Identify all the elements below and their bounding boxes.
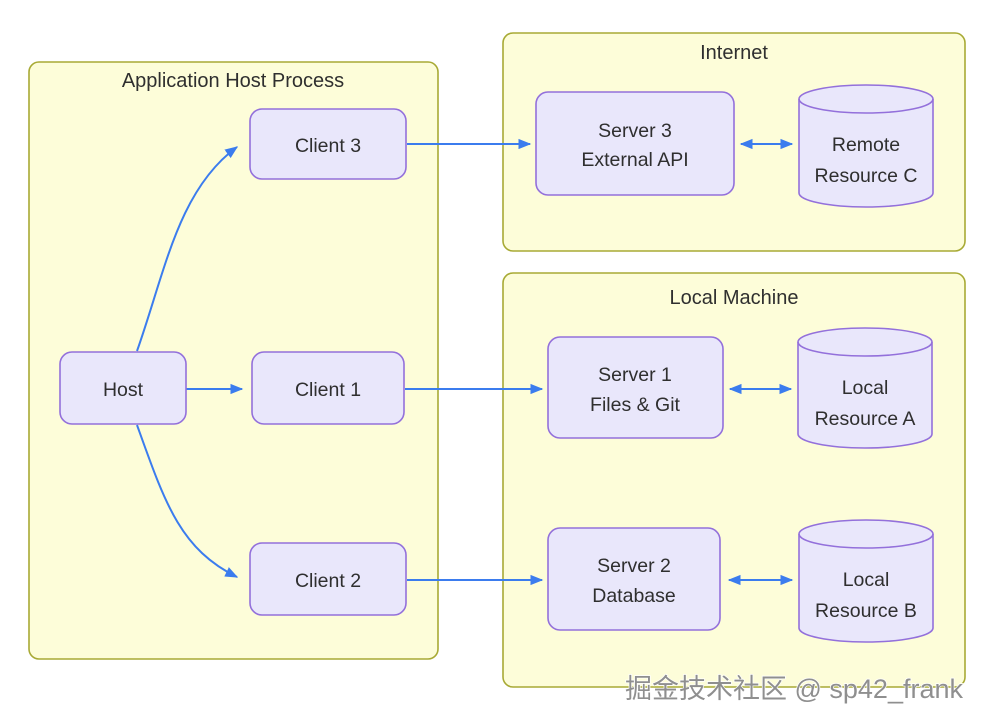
node-label-client3: Client 3 — [295, 135, 361, 157]
node-label-server2-line2: Database — [592, 585, 675, 607]
node-label-server2-line1: Server 2 — [597, 555, 671, 577]
node-label-resource-c-line1: Remote — [832, 134, 900, 156]
node-client1: Client 1 — [251, 351, 405, 425]
node-label-client1: Client 1 — [295, 379, 361, 401]
container-application-host-process — [28, 61, 439, 660]
cylinder-seam — [798, 98, 934, 114]
cylinder-seam — [797, 341, 933, 357]
node-label-resource-b-line1: Local — [843, 569, 890, 591]
node-server2: Server 2 Database — [547, 527, 721, 631]
node-server1: Server 1 Files & Git — [547, 336, 724, 439]
edge-host-to-client3 — [136, 146, 239, 352]
node-label-resource-a-line2: Resource A — [815, 408, 916, 430]
node-client2: Client 2 — [249, 542, 407, 616]
node-label-host: Host — [103, 379, 144, 401]
node-label-client2: Client 2 — [295, 570, 361, 592]
node-label-resource-b-line2: Resource B — [815, 600, 917, 622]
cylinder-shape — [797, 327, 933, 449]
node-label-server1-line1: Server 1 — [598, 364, 672, 386]
watermark: 掘金技术社区 @ sp42_frank — [625, 674, 964, 704]
edge-host-to-client2 — [136, 424, 239, 578]
container-title-internet: Internet — [700, 42, 768, 64]
node-local-resource-b: Local Resource B — [798, 519, 934, 643]
cylinder-shape — [798, 519, 934, 643]
node-remote-resource-c: Remote Resource C — [798, 84, 934, 208]
node-label-resource-c-line2: Resource C — [815, 165, 918, 187]
node-local-resource-a: Local Resource A — [797, 327, 933, 449]
node-client3: Client 3 — [249, 108, 407, 180]
container-title-local-machine: Local Machine — [670, 287, 799, 309]
node-host: Host — [59, 351, 187, 425]
node-label-server3-line2: External API — [581, 149, 688, 171]
node-label-server3-line1: Server 3 — [598, 120, 672, 142]
node-label-server1-line2: Files & Git — [590, 394, 681, 416]
node-server3: Server 3 External API — [535, 91, 735, 196]
cylinder-shape — [798, 84, 934, 208]
container-title-application-host-process: Application Host Process — [122, 70, 344, 92]
cylinder-seam — [798, 533, 934, 549]
node-label-resource-a-line1: Local — [842, 377, 889, 399]
